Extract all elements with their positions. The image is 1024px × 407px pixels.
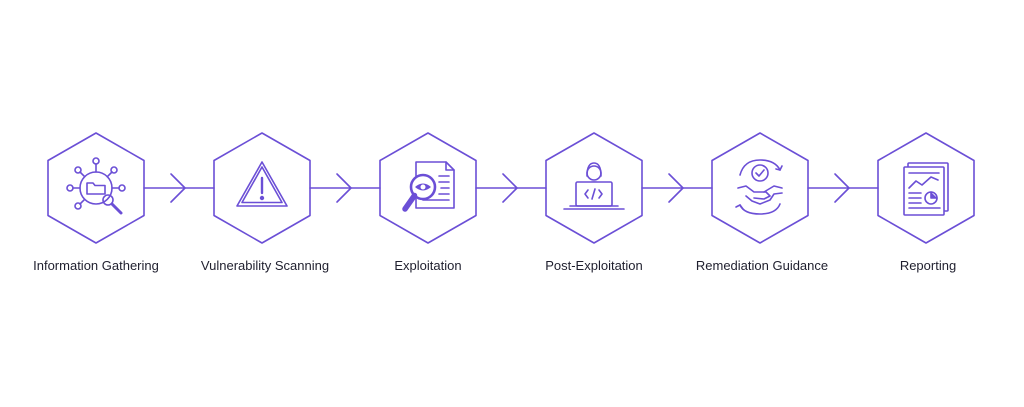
handshake-check-icon xyxy=(735,159,783,215)
step-label-post-exploitation: Post-Exploitation xyxy=(545,258,643,273)
hexagon xyxy=(545,132,643,244)
document-magnifier-eye-icon xyxy=(402,161,455,212)
step-reporting xyxy=(877,132,975,244)
connector-3 xyxy=(475,173,547,203)
hexagon xyxy=(711,132,809,244)
hexagon xyxy=(379,132,477,244)
report-charts-icon xyxy=(903,162,949,216)
connector-2 xyxy=(309,173,381,203)
step-remediation-guidance xyxy=(711,132,809,244)
step-label-exploitation: Exploitation xyxy=(394,258,462,273)
step-label-information-gathering: Information Gathering xyxy=(33,258,159,273)
hexagon xyxy=(213,132,311,244)
hexagon xyxy=(47,132,145,244)
step-exploitation xyxy=(379,132,477,244)
hexagon xyxy=(877,132,975,244)
step-label-reporting: Reporting xyxy=(899,258,957,273)
step-label-vulnerability-scanning: Vulnerability Scanning xyxy=(200,258,330,273)
warning-triangle-icon xyxy=(236,161,288,207)
step-label-remediation-guidance: Remediation Guidance xyxy=(695,258,829,273)
hacker-laptop-code-icon xyxy=(563,162,625,210)
folder-network-search-icon xyxy=(66,157,126,215)
connector-5 xyxy=(807,173,879,203)
step-information-gathering xyxy=(47,132,145,244)
step-vulnerability-scanning xyxy=(213,132,311,244)
connector-1 xyxy=(143,173,215,203)
step-post-exploitation xyxy=(545,132,643,244)
connector-4 xyxy=(641,173,713,203)
